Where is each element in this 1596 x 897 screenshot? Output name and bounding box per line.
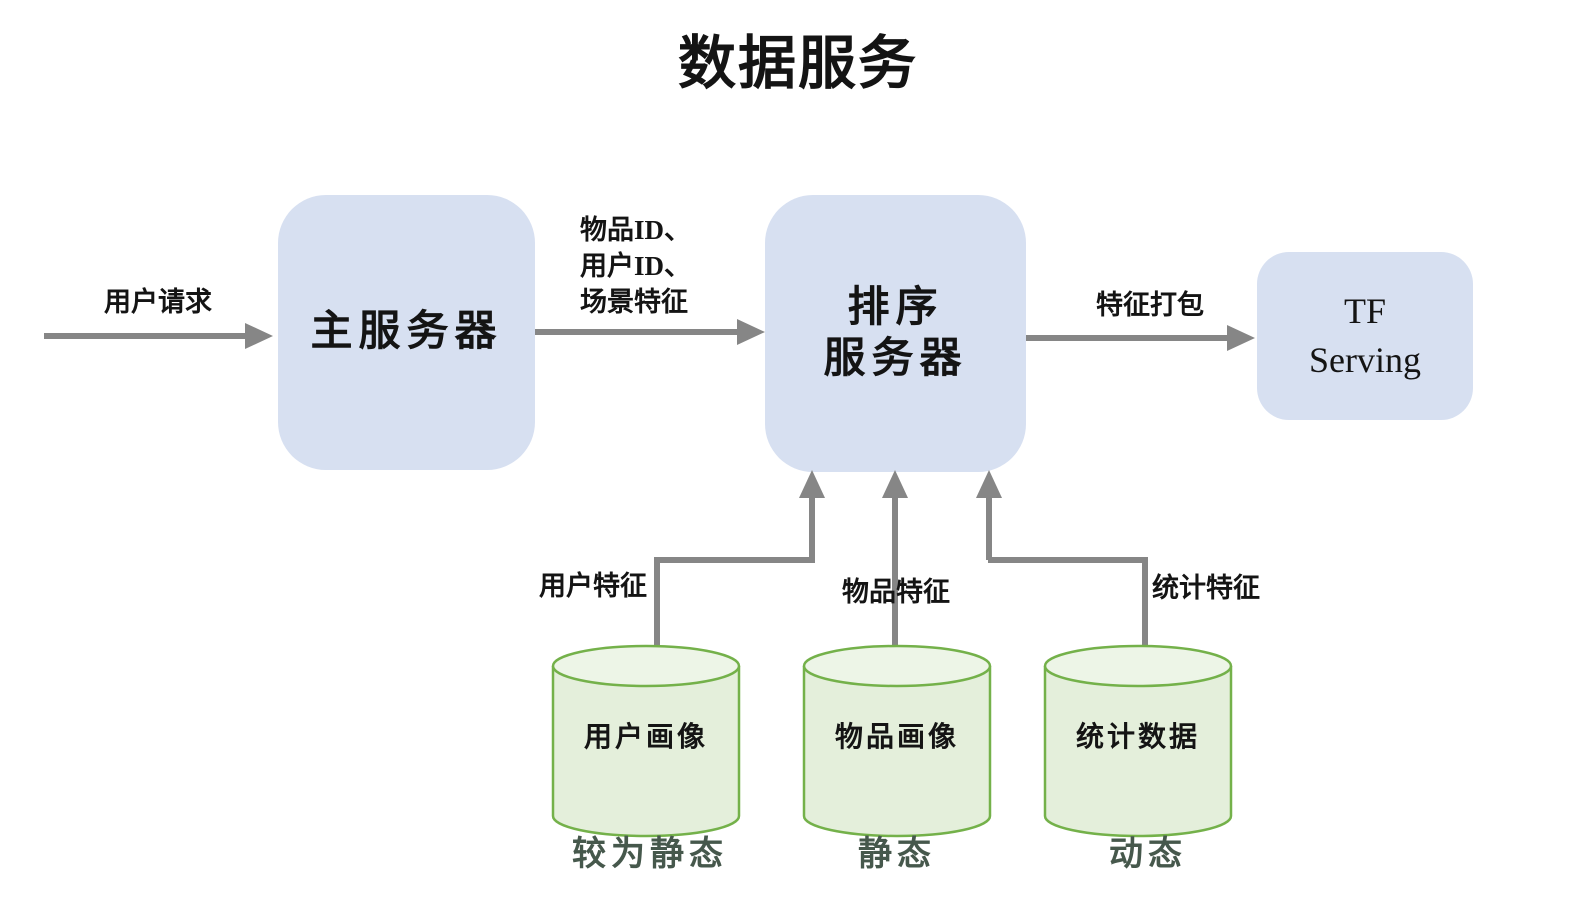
item-profile-database-label: 物品画像 bbox=[834, 722, 959, 753]
statistics-database: 统计数据 bbox=[1042, 643, 1234, 839]
item-features-label: 物品特征 bbox=[842, 577, 950, 607]
user-request-arrowhead-icon bbox=[245, 323, 273, 349]
request-features-line2: 用户ID、 bbox=[580, 251, 692, 281]
stat-features-connector-v2 bbox=[986, 497, 992, 560]
user-features-arrowhead-icon bbox=[799, 470, 825, 498]
main-server-label: 主服务器 bbox=[310, 309, 503, 356]
diagram-title: 数据服务 bbox=[677, 31, 918, 96]
item-features-connector-v bbox=[892, 497, 898, 646]
ranking-to-tf-arrowhead-icon bbox=[1227, 325, 1255, 351]
ranking-server-label-line1: 排序 bbox=[847, 285, 944, 332]
database-cylinder-icon bbox=[1043, 644, 1233, 838]
stat-features-arrowhead-icon bbox=[976, 470, 1002, 498]
user-profile-state-label: 较为静态 bbox=[572, 836, 728, 873]
ranking-server-node: 排序 服务器 bbox=[765, 195, 1026, 472]
user-profile-database-label: 用户画像 bbox=[583, 722, 708, 753]
tf-serving-node: TF Serving bbox=[1257, 252, 1473, 420]
database-cylinder-icon bbox=[802, 644, 992, 838]
tf-serving-label-line2: Serving bbox=[1309, 340, 1421, 380]
user-request-label: 用户请求 bbox=[104, 287, 212, 317]
main-to-ranking-arrowhead-icon bbox=[737, 319, 765, 345]
stat-features-connector-h bbox=[988, 557, 1148, 563]
item-profile-state-label: 静态 bbox=[858, 836, 936, 873]
request-features-line1: 物品ID、 bbox=[580, 215, 692, 245]
request-features-line3: 场景特征 bbox=[580, 287, 688, 317]
ranking-to-tf-arrow-line bbox=[1026, 335, 1228, 341]
item-profile-database: 物品画像 bbox=[801, 643, 993, 839]
stat-features-connector-v1 bbox=[1142, 560, 1148, 646]
item-features-arrowhead-icon bbox=[882, 470, 908, 498]
stat-features-label: 统计特征 bbox=[1152, 573, 1260, 603]
user-features-label: 用户特征 bbox=[539, 571, 647, 601]
user-profile-database: 用户画像 bbox=[550, 643, 742, 839]
ranking-server-label-line2: 服务器 bbox=[823, 335, 968, 382]
main-to-ranking-arrow-line bbox=[535, 329, 738, 335]
user-request-arrow-line bbox=[44, 333, 246, 339]
user-features-connector-h bbox=[654, 557, 815, 563]
user-features-connector-v1 bbox=[654, 560, 660, 646]
user-features-connector-v2 bbox=[809, 497, 815, 560]
request-features-label: 物品ID、 用户ID、 场景特征 bbox=[580, 212, 691, 320]
main-server-node: 主服务器 bbox=[278, 195, 535, 470]
tf-serving-label-line1: TF bbox=[1343, 291, 1386, 332]
statistics-state-label: 动态 bbox=[1109, 836, 1187, 873]
feature-pack-label: 特征打包 bbox=[1096, 290, 1204, 320]
database-cylinder-icon bbox=[551, 644, 741, 838]
statistics-database-label: 统计数据 bbox=[1075, 722, 1200, 753]
